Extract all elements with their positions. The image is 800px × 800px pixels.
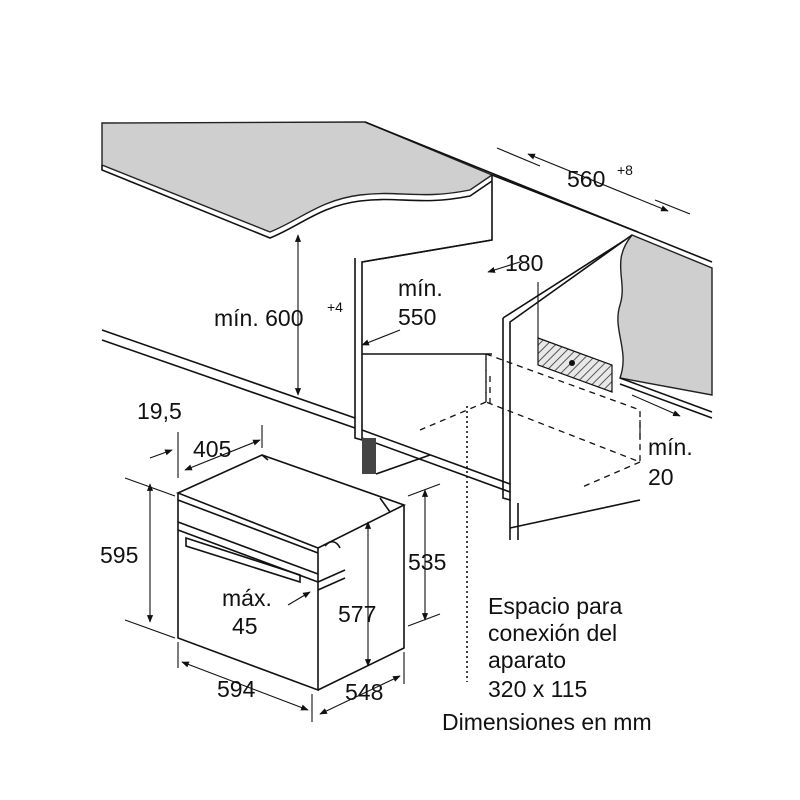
label-max45-a: máx. (222, 585, 272, 611)
label-594: 594 (217, 676, 256, 702)
label-min600-sup: +4 (327, 299, 343, 315)
label-space-1: Espacio para (488, 593, 622, 619)
label-space-3: aparato (488, 647, 566, 673)
label-595: 595 (100, 542, 138, 568)
label-min20-b: 20 (648, 464, 674, 490)
label-max45-b: 45 (232, 613, 258, 639)
label-min20-a: mín. (648, 434, 693, 460)
dimension-lines (124, 147, 691, 722)
label-space-2: conexión del (488, 620, 617, 646)
label-577: 577 (338, 601, 376, 627)
label-535: 535 (408, 549, 446, 575)
label-min600: mín. 600 (214, 305, 304, 331)
label-548: 548 (345, 679, 383, 705)
left-cabinet (354, 175, 511, 493)
right-cabinet (502, 234, 641, 540)
label-space-4: 320 x 115 (488, 676, 587, 702)
label-560-sup: +8 (617, 162, 633, 178)
label-units: Dimensiones en mm (442, 709, 652, 735)
label-min550-b: 550 (398, 304, 436, 330)
countertop-right (617, 234, 713, 396)
oven (175, 454, 407, 692)
label-19-5: 19,5 (137, 398, 182, 424)
connection-area-hatch (537, 337, 613, 393)
label-405: 405 (193, 436, 231, 462)
countertop-left (101, 121, 494, 233)
label-180: 180 (505, 250, 543, 276)
label-560: 560 (567, 166, 605, 192)
label-min550-a: mín. (398, 275, 443, 301)
